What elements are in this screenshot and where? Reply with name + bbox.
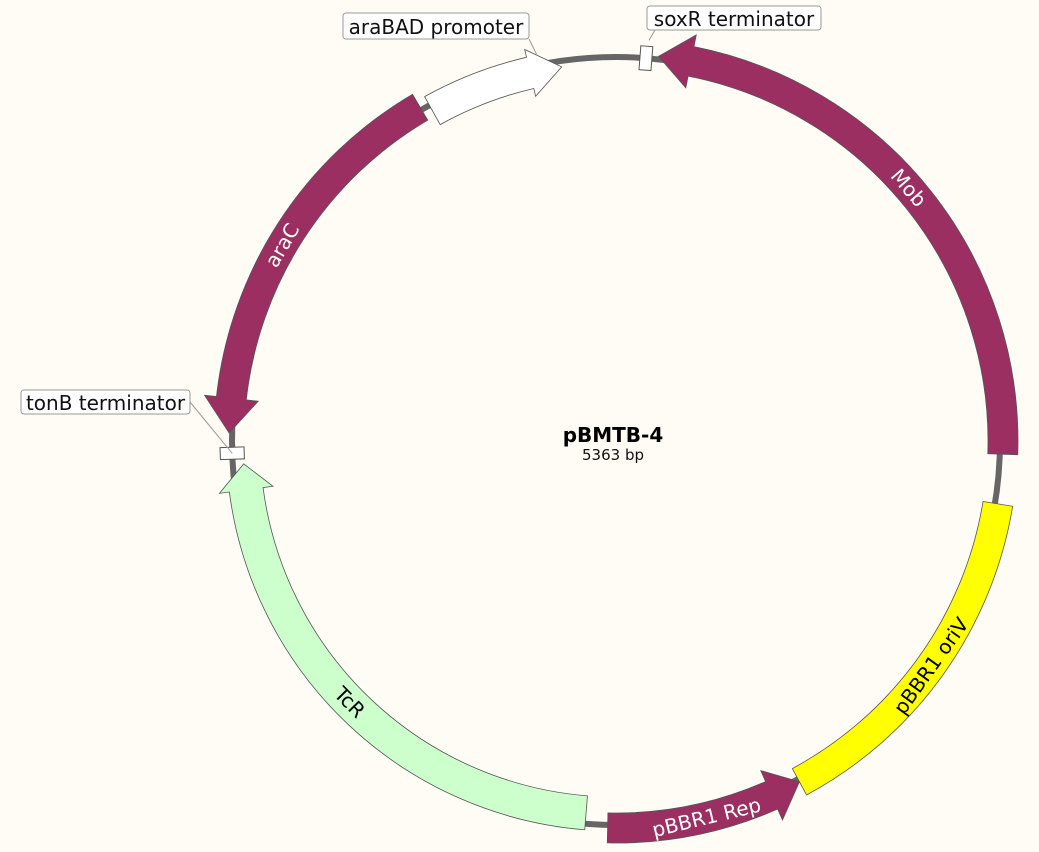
feature-rep[interactable] bbox=[606, 769, 800, 844]
terminator-mark bbox=[638, 45, 654, 72]
feature-arac[interactable] bbox=[203, 93, 429, 434]
label-box bbox=[646, 5, 822, 31]
external-label-layer: tonB terminator araBAD promoter soxR termi… bbox=[20, 5, 822, 454]
plasmid-size: 5363 bp bbox=[582, 446, 644, 464]
label-leader-arabad bbox=[528, 38, 537, 55]
label-box bbox=[20, 389, 191, 415]
external-label-soxr: soxR terminator bbox=[646, 5, 822, 31]
feature-label-tonb: tonB terminator bbox=[26, 391, 186, 415]
feature-label-ori: pBBR1 oriV bbox=[888, 613, 973, 719]
external-label-tonb: tonB terminator bbox=[20, 389, 191, 415]
plasmid-title: pBMTB-4 5363 bp bbox=[563, 423, 664, 464]
label-box bbox=[342, 12, 530, 40]
feature-mob[interactable] bbox=[657, 34, 1019, 456]
label-leader-tonb bbox=[189, 401, 233, 454]
feature-ori[interactable] bbox=[791, 500, 1014, 796]
external-label-arabad: araBAD promoter bbox=[342, 12, 530, 40]
feature-label-rep: pBBR1 Rep bbox=[650, 793, 764, 842]
feature-tcr[interactable] bbox=[218, 463, 588, 831]
feature-label-soxr: soxR terminator bbox=[654, 7, 815, 31]
plasmid-name: pBMTB-4 bbox=[563, 423, 664, 447]
feature-soxr[interactable] bbox=[638, 45, 654, 72]
feature-arabad[interactable] bbox=[424, 48, 563, 126]
feature-label-arabad: araBAD promoter bbox=[349, 15, 524, 39]
label-leader-soxr bbox=[648, 29, 656, 41]
